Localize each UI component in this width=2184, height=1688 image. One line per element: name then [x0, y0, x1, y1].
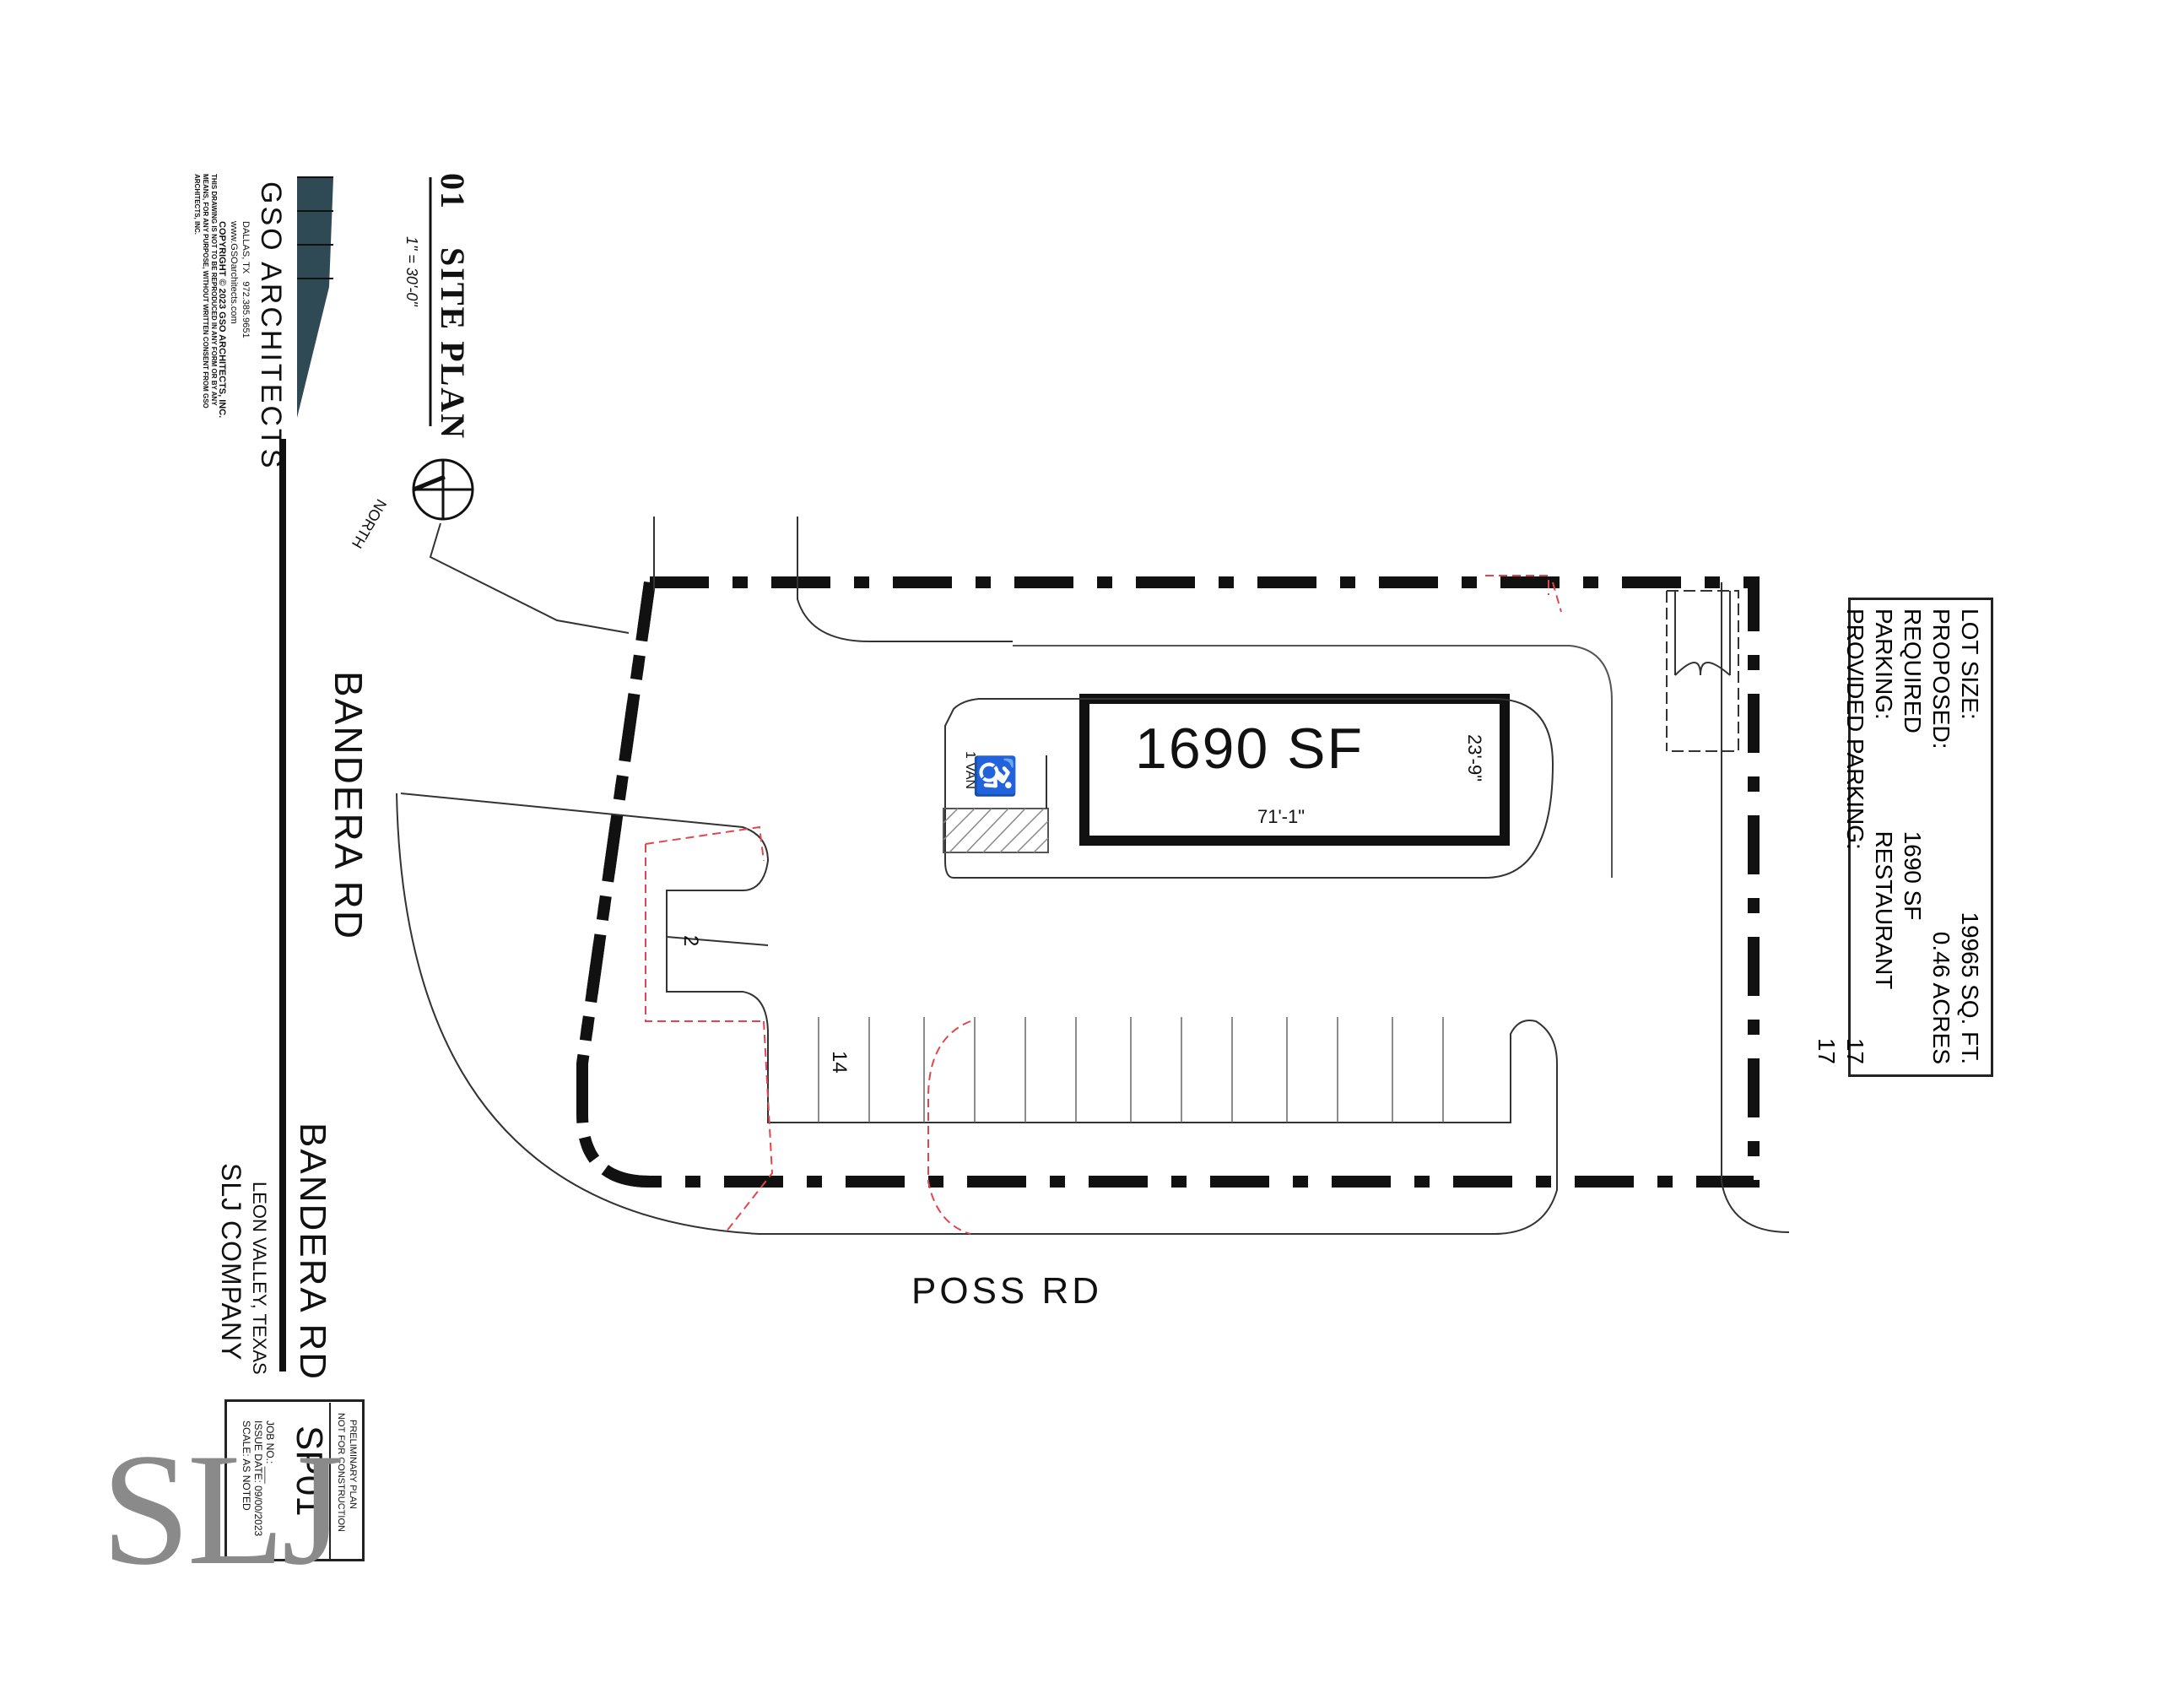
- firm-contact: DALLAS, TX 972.385.9651 www.GSOarchitect…: [216, 221, 251, 418]
- parking-count-b: 14: [828, 1051, 851, 1074]
- hatch-lines: [943, 808, 1049, 853]
- building-width-dim: 71'-1": [1257, 806, 1306, 827]
- setback-lines: [645, 575, 1562, 1235]
- lot-row: 17: [1814, 1037, 1840, 1064]
- drive-curb-island: [944, 698, 1554, 879]
- building-depth-dim: 23'-9": [1464, 734, 1485, 782]
- drawing-number: 01: [434, 173, 472, 210]
- property-boundary-left: [576, 582, 656, 1188]
- street-south-label: POSS RD: [911, 1270, 1103, 1312]
- parking-count-a: 2: [679, 935, 702, 947]
- drawing-title: 01 SITE PLAN: [433, 173, 473, 440]
- dumpster-enclosure: [1666, 590, 1739, 752]
- project-client: SLJ COMPANY: [216, 1163, 246, 1361]
- north-driveway-curb: [797, 517, 1013, 642]
- project-street: BANDERA RD: [292, 1123, 333, 1382]
- firm-city: DALLAS, TX: [241, 221, 251, 274]
- firm-notice: THIS DRAWING IS NOT TO BE REPRODUCED IN …: [193, 174, 218, 408]
- firm-web: www.GSOarchitects.com: [229, 221, 239, 324]
- drawing-scale: 1" = 30'-0": [403, 236, 420, 306]
- drawing-name: SITE PLAN: [434, 247, 472, 441]
- firm-copyright: COPYRIGHT © 2023 GSO ARCHITECTS, INC.: [217, 221, 227, 419]
- project-location: LEON VALLEY, TEXAS: [249, 1182, 270, 1375]
- gso-logo-icon: [297, 176, 333, 418]
- accessible-icon: ♿: [974, 753, 1015, 799]
- prelim-line-1: PRELIMINARY PLAN: [348, 1420, 358, 1509]
- preliminary-box: PRELIMINARY PLAN NOT FOR CONSTRUCTION: [329, 1403, 363, 1560]
- inner-curb: [1013, 645, 1613, 878]
- street-west-label: BANDERA RD: [327, 671, 370, 941]
- lot-data-table: LOT SIZE:19965 SQ. FT. PROPOSED:0.46 ACR…: [1814, 598, 1993, 1077]
- property-boundary: [576, 576, 1760, 1188]
- lot-row: REQUIRED PARKING:1690 SF RESTAURANT: [1871, 609, 1926, 990]
- lot-row: PROPOSED:0.46 ACRES: [1928, 609, 1954, 1064]
- building-area-label: 1690 SF: [1135, 717, 1365, 781]
- firm-name: GSO ARCHITECTS: [255, 181, 287, 471]
- title-block: SP01 JOB NO.: ___ ISSUE DATE: 09/00/2023…: [224, 1399, 365, 1561]
- lot-row: PROVIDED PARKING:17: [1842, 609, 1868, 1064]
- accessible-stall-hatch: [943, 808, 1049, 853]
- parking-stall-lines: [818, 1017, 1444, 1123]
- north-arrow-leader: [429, 522, 630, 634]
- slj-watermark-logo: SLJ: [101, 1421, 344, 1599]
- west-driveway: [396, 793, 1558, 1235]
- lot-row: LOT SIZE:19965 SQ. FT.: [1957, 609, 1983, 1064]
- firm-phone: 972.385.9651: [241, 281, 251, 338]
